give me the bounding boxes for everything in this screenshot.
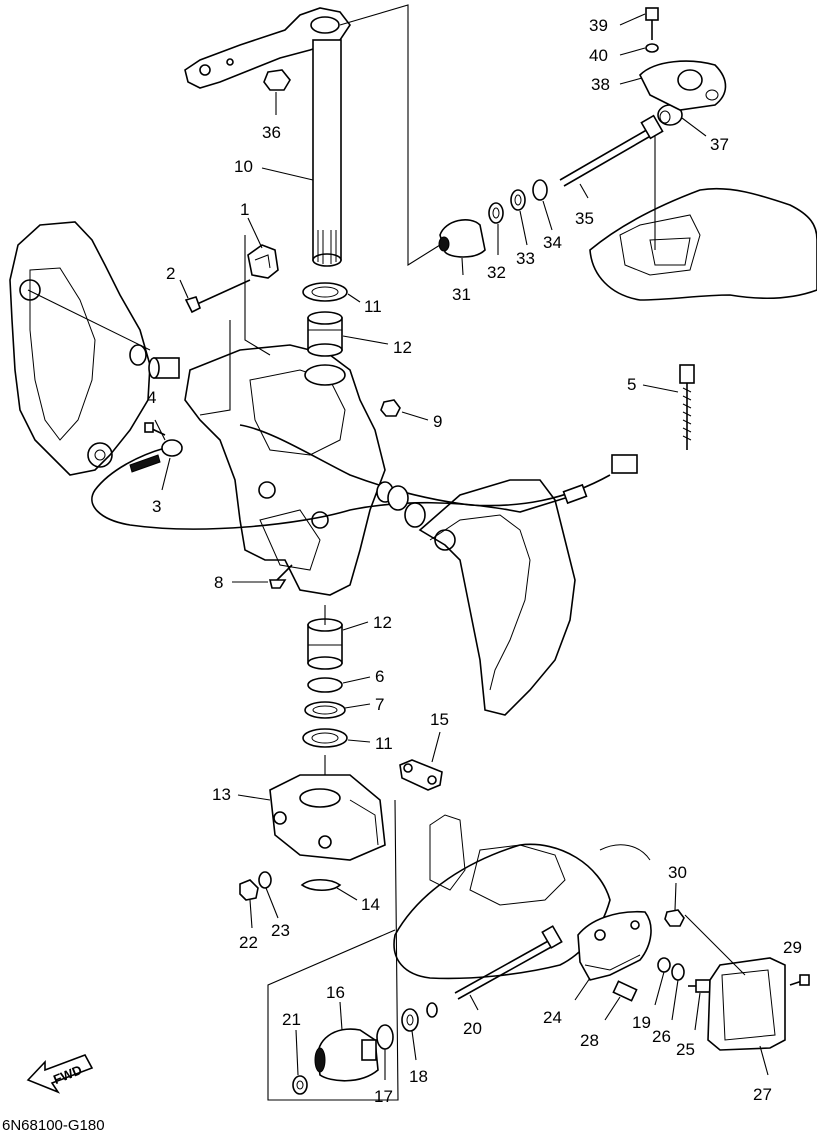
mount-16 [314,1028,379,1082]
bolt-39 [645,7,659,40]
part-label-29: 29 [783,938,802,957]
washer-18 [401,1008,419,1032]
washer-19 [657,957,671,973]
part-label-19: 19 [632,1013,651,1032]
steering-pipe [312,39,342,267]
part-label-24: 24 [543,1008,562,1027]
bracket-24 [577,910,652,981]
swivel-bracket-left [9,221,151,476]
washer-11-lower [302,728,348,748]
nut-22 [239,879,259,901]
part-label-14: 14 [361,895,380,914]
part-label-4: 4 [147,388,156,407]
washer-33 [510,189,526,211]
holder-15 [399,759,443,791]
part-label-5: 5 [627,375,636,394]
collar-37 [657,104,683,126]
part-label-11-lower: 11 [375,734,393,753]
wire-harness [239,424,638,507]
part-label-26: 26 [652,1027,671,1046]
part-label-32: 32 [487,263,506,282]
part-label-37: 37 [710,135,729,154]
part-label-16: 16 [326,983,345,1002]
bolt-20 [454,925,563,1000]
part-label-12-lower: 12 [373,613,392,632]
part-label-21: 21 [282,1010,301,1029]
part-label-8: 8 [214,573,223,592]
clip-14 [300,878,342,892]
part-label-18: 18 [409,1067,428,1086]
part-label-11-top: 11 [364,297,382,316]
part-label-25: 25 [676,1040,695,1059]
part-label-17: 17 [374,1087,393,1106]
washer-left [129,344,147,366]
nut-36 [263,69,291,91]
part-label-28: 28 [580,1031,599,1050]
part-label-9: 9 [433,412,442,431]
steering-arm [184,7,351,89]
swivel-bracket-center [184,344,386,596]
bottom-cowling [589,187,817,301]
part-label-35: 35 [575,209,594,228]
washer-26 [671,963,685,981]
cover-27 [707,957,786,1051]
reference-code: 6N68100-G180 [2,1117,105,1133]
clamp-1 [247,244,279,279]
bolt-2 [184,279,251,314]
part-labels: 1 2 3 4 5 6 7 8 9 10 11 11 12 [147,13,802,1106]
upper-casing [418,479,576,716]
bushing-12-lower [307,618,343,670]
part-label-39: 39 [589,16,608,35]
part-label-13: 13 [212,785,231,804]
bolt-25 [688,979,711,993]
part-label-10: 10 [234,157,253,176]
fwd-arrow-icon: FWD [26,1054,94,1094]
nut-9 [380,399,401,417]
screw-8 [268,564,293,589]
part-label-6: 6 [375,667,384,686]
part-label-36: 36 [262,123,281,142]
frame-lines [27,4,746,1101]
collars-center [376,481,426,528]
part-label-22: 22 [239,933,258,952]
bushing-12-top [307,311,343,357]
cable-tie-5 [679,364,695,450]
washer-21 [292,1075,308,1095]
collar-left [148,357,180,379]
o-ring-6 [307,677,343,693]
screw-29 [789,974,810,986]
nut-30 [664,909,685,927]
bolt-28 [612,980,638,1002]
washer-11-top [302,282,348,302]
washer-23 [258,871,272,889]
part-label-3: 3 [152,497,161,516]
part-label-23: 23 [271,921,290,940]
part-label-12-top: 12 [393,338,412,357]
washer-34 [532,179,548,201]
part-label-2: 2 [166,264,175,283]
part-label-1: 1 [240,200,249,219]
ground-lead-3 [91,439,576,530]
part-label-27: 27 [753,1085,772,1104]
part-label-30: 30 [668,863,687,882]
clamp-38 [639,60,727,111]
part-label-33: 33 [516,249,535,268]
part-label-31: 31 [452,285,471,304]
part-label-7: 7 [375,695,384,714]
part-label-15: 15 [430,710,449,729]
mount-31 [438,219,486,258]
part-label-20: 20 [463,1019,482,1038]
washer-7 [304,701,346,719]
washer-40 [645,43,659,53]
bolt-35 [559,114,664,187]
washer-17 [376,1024,394,1050]
part-label-40: 40 [589,46,608,65]
washer-small [426,1002,438,1018]
mount-housing-13 [269,774,386,861]
part-label-34: 34 [543,233,562,252]
washer-32 [488,202,504,224]
part-label-38: 38 [591,75,610,94]
